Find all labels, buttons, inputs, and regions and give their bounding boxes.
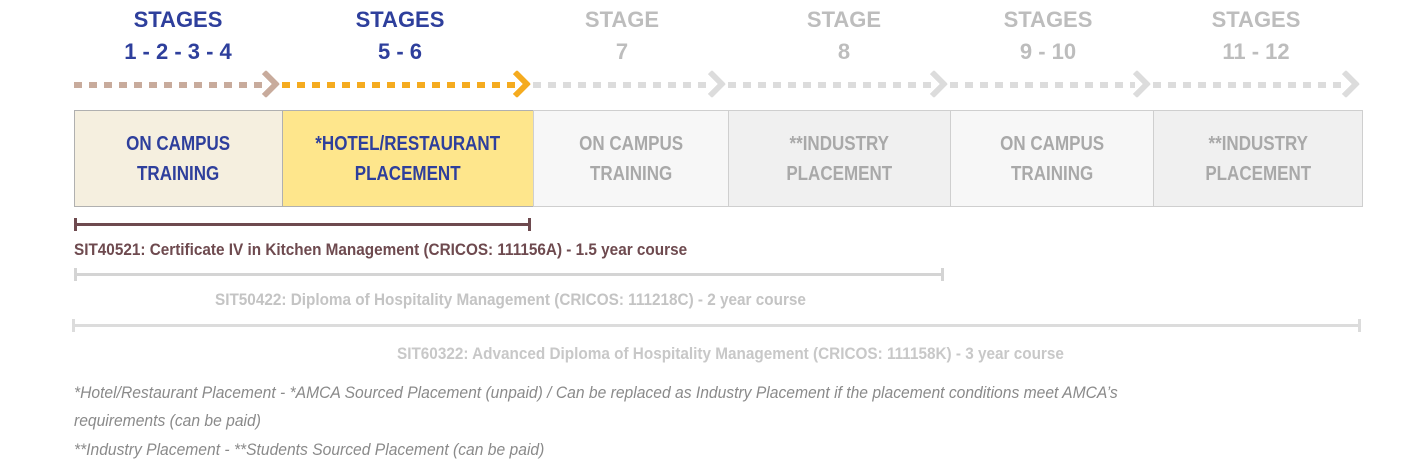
dotted-line (1153, 82, 1344, 88)
course-bar-diploma (74, 268, 944, 281)
chevron-right-icon (502, 69, 532, 99)
footnote-hotel-placement-cont: requirements (can be paid) (74, 411, 261, 430)
stage-header: STAGE 7 (512, 4, 732, 68)
stage-box: **INDUSTRY PLACEMENT (728, 110, 951, 207)
stage-box: ON CAMPUS TRAINING (950, 110, 1154, 207)
stage-header-title: STAGES (1003, 7, 1093, 32)
footnote-hotel-placement: *Hotel/Restaurant Placement - *AMCA Sour… (74, 383, 1118, 402)
stage-box-line2: TRAINING (137, 162, 220, 185)
stage-header-title: STAGES (133, 7, 223, 32)
stage-header: STAGE 8 (734, 4, 954, 68)
chevron-right-icon (697, 69, 727, 99)
stage-header-numbers: 5 - 6 (377, 39, 423, 64)
stage-box: ON CAMPUS TRAINING (533, 110, 729, 207)
stage-box-line2: TRAINING (589, 162, 673, 185)
chevron-right-icon (251, 69, 281, 99)
chevron-right-icon (1331, 69, 1361, 99)
progress-arrow (74, 69, 282, 99)
stage-header-numbers: 1 - 2 - 3 - 4 (124, 39, 232, 64)
course-label-certificate-iv: SIT40521: Certificate IV in Kitchen Mana… (74, 240, 688, 259)
stage-box-line2: PLACEMENT (1205, 162, 1311, 185)
progress-arrow (728, 69, 950, 99)
stage-header-numbers: 11 - 12 (1222, 39, 1290, 64)
stage-box: **INDUSTRY PLACEMENT (1153, 110, 1363, 207)
stage-box-line1: *HOTEL/RESTAURANT (315, 132, 501, 155)
stage-box-line1: ON CAMPUS (1000, 132, 1104, 155)
stage-header-title: STAGES (355, 7, 445, 32)
dotted-line (533, 82, 710, 88)
stage-box-line2: PLACEMENT (355, 162, 461, 185)
stage-box-line2: TRAINING (1010, 162, 1094, 185)
stage-header-title: STAGE (584, 7, 660, 32)
course-bar-advanced-diploma (72, 319, 1361, 332)
chevron-right-icon (919, 69, 949, 99)
progress-arrow (950, 69, 1153, 99)
footnote-industry-placement: **Industry Placement - **Students Source… (74, 440, 545, 459)
stage-header: STAGES 11 - 12 (1146, 4, 1366, 68)
stage-header-numbers: 7 (615, 39, 629, 64)
stage-box-line1: **INDUSTRY (1208, 132, 1308, 155)
stage-header-title: STAGE (806, 7, 882, 32)
progress-arrow (1153, 69, 1362, 99)
stage-box-line1: **INDUSTRY (789, 132, 890, 155)
stage-box-line1: ON CAMPUS (126, 132, 231, 155)
stage-header: STAGES 1 - 2 - 3 - 4 (68, 4, 288, 68)
stage-header-numbers: 8 (837, 39, 851, 64)
stage-header-title: STAGES (1211, 7, 1301, 32)
stage-header: STAGES 9 - 10 (938, 4, 1158, 68)
stage-header-numbers: 9 - 10 (1019, 39, 1077, 64)
dotted-line (74, 82, 264, 88)
course-bar-certificate-iv (74, 218, 531, 231)
stage-box: *HOTEL/RESTAURANT PLACEMENT (282, 110, 534, 207)
progress-arrow (533, 69, 728, 99)
dotted-line (282, 82, 515, 88)
chevron-right-icon (1122, 69, 1152, 99)
stage-header: STAGES 5 - 6 (290, 4, 510, 68)
course-label-advanced-diploma: SIT60322: Advanced Diploma of Hospitalit… (397, 344, 1064, 363)
stage-box-line2: PLACEMENT (786, 162, 893, 185)
dotted-line (728, 82, 932, 88)
stage-box-line1: ON CAMPUS (579, 132, 683, 155)
progress-arrow (282, 69, 533, 99)
course-label-diploma: SIT50422: Diploma of Hospitality Managem… (215, 290, 806, 309)
dotted-line (950, 82, 1135, 88)
stage-box: ON CAMPUS TRAINING (74, 110, 283, 207)
